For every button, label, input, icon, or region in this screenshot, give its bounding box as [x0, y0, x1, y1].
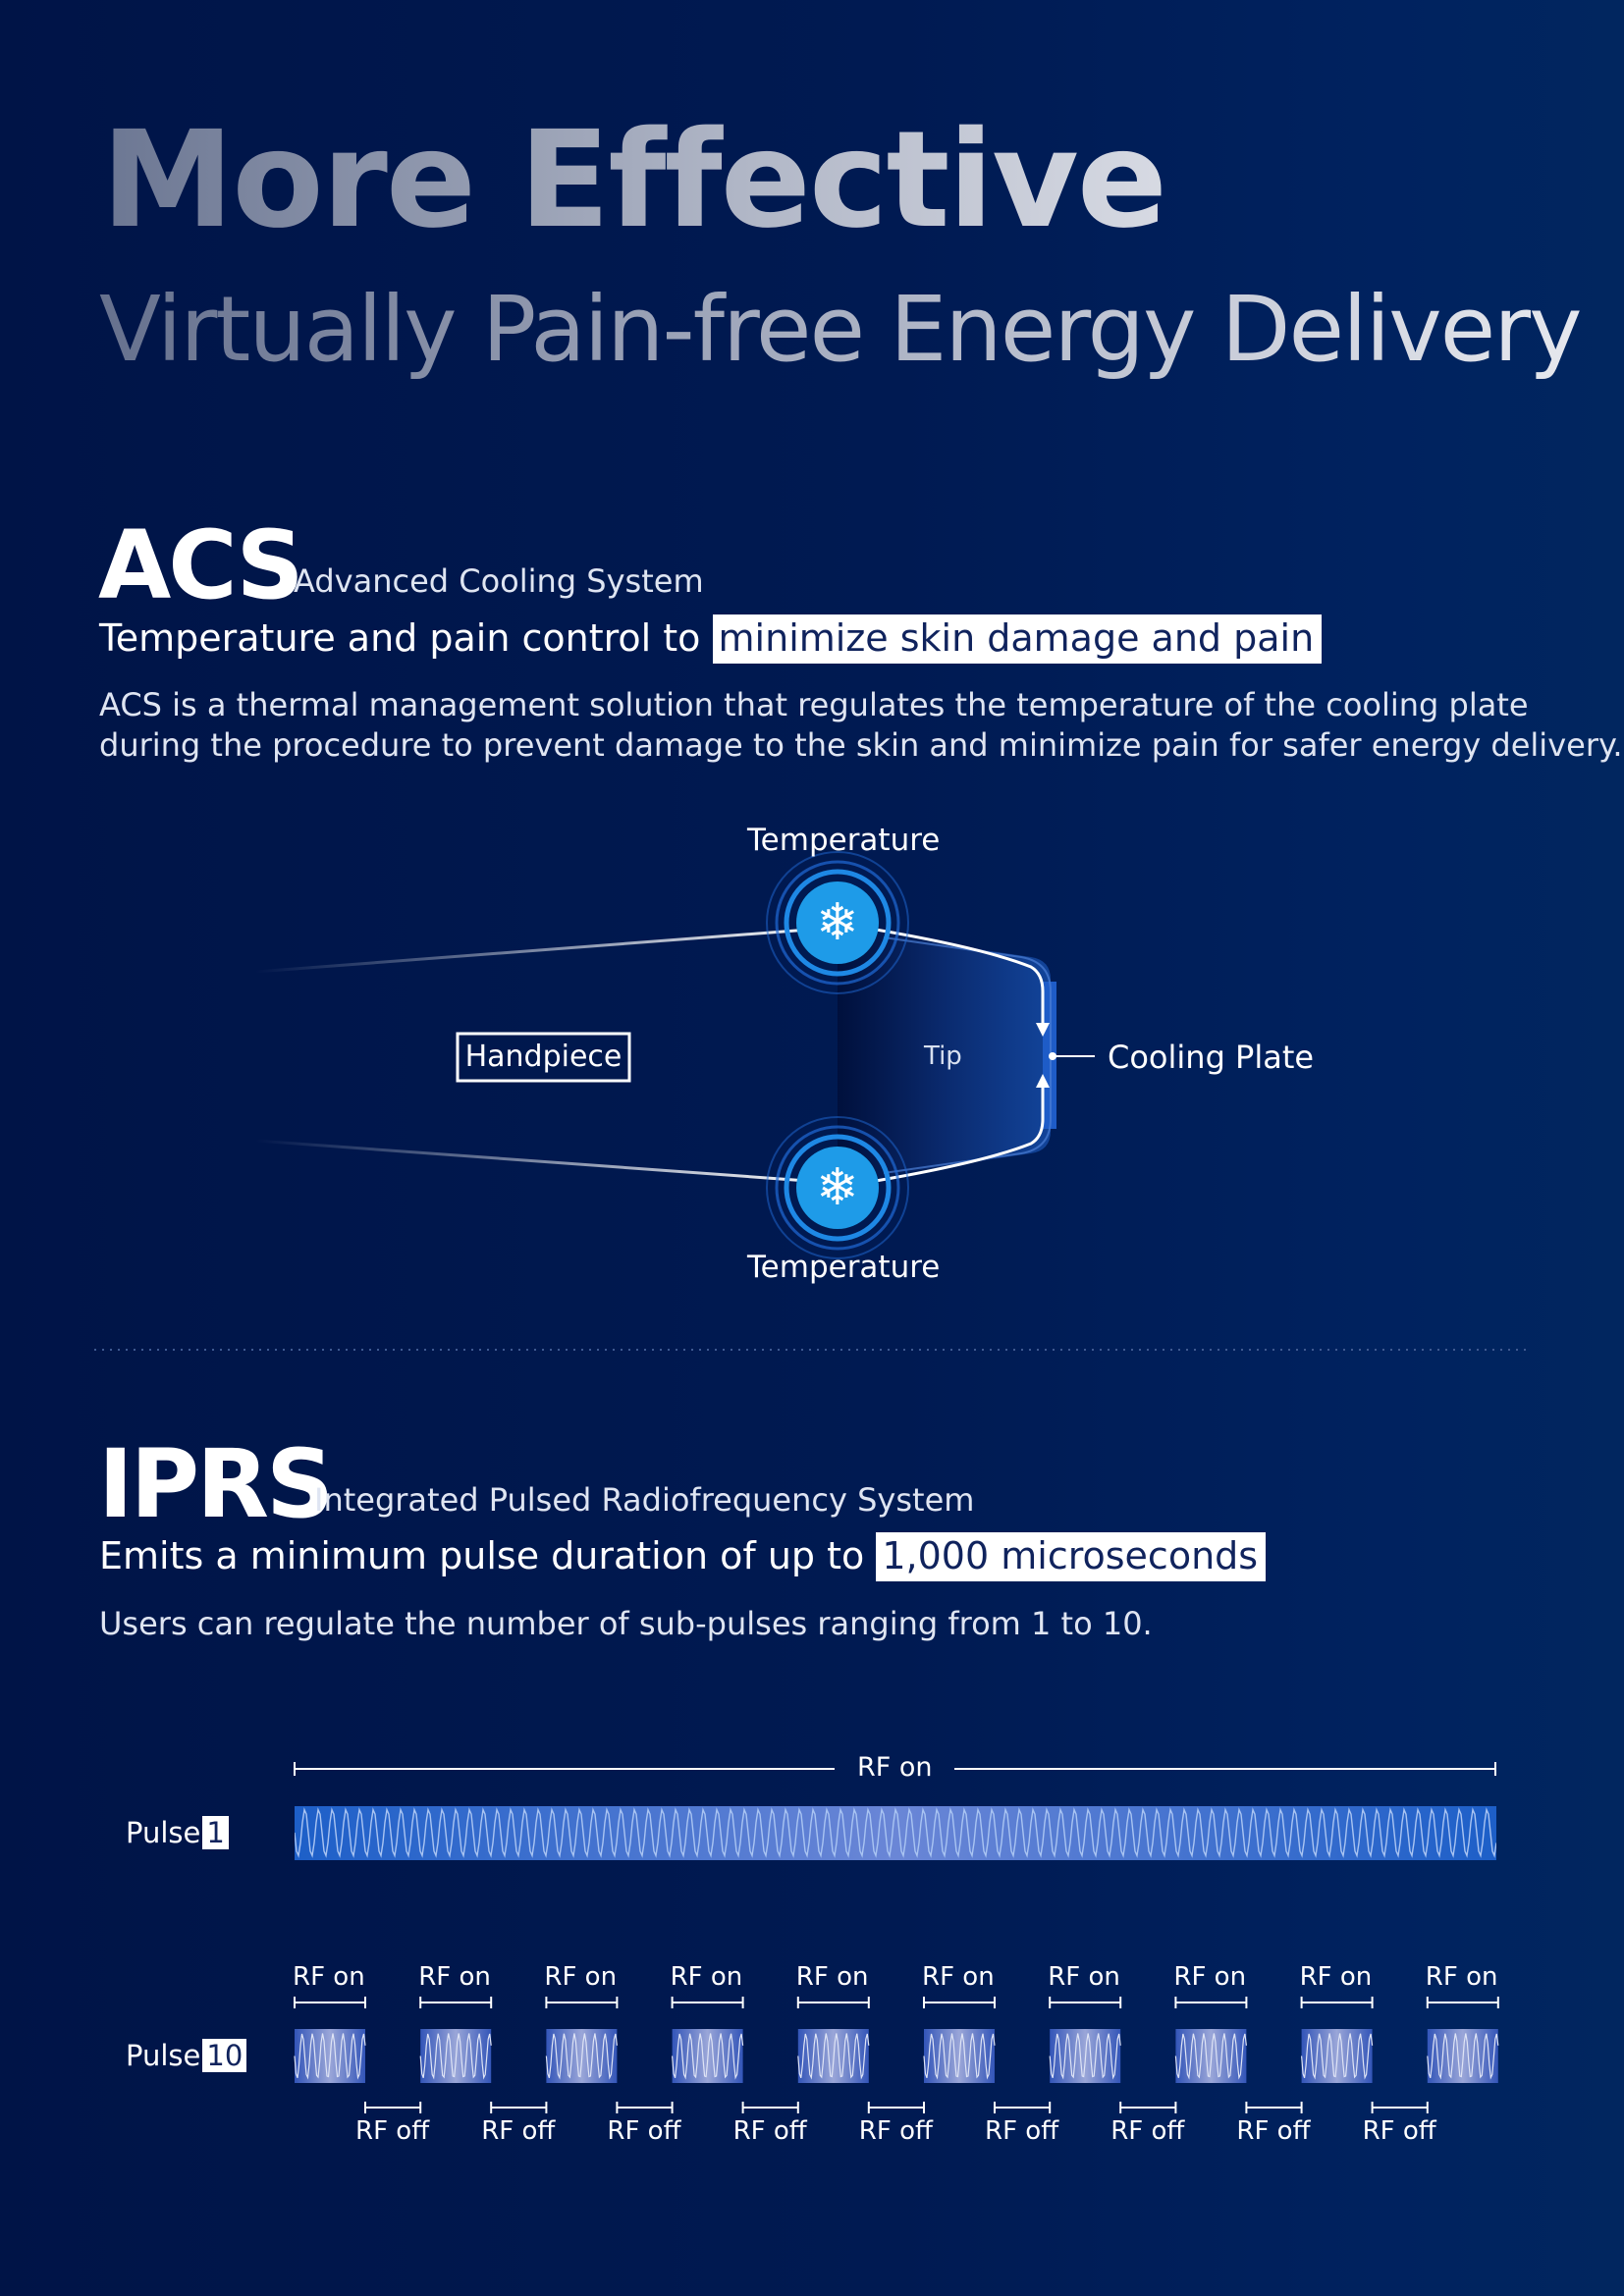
sub-pulse-wave: [294, 2033, 366, 2080]
rf-off-label: RF off: [1110, 2116, 1185, 2146]
tip-shape: [838, 928, 1051, 1183]
handpiece-box: [456, 1032, 631, 1083]
rf-off-label: RF off: [355, 2116, 430, 2146]
cooling-plate-label: Cooling Plate: [1108, 1039, 1315, 1076]
rf-off-label: RF off: [481, 2116, 556, 2146]
acs-full-name: Advanced Cooling System: [294, 562, 704, 600]
acs-body-line-2: during the procedure to prevent damage t…: [99, 726, 1623, 764]
hero-subtitle: Virtually Pain-free Energy Delivery: [99, 277, 1583, 382]
acs-body: ACS is a thermal management solution tha…: [99, 685, 1623, 766]
iprs-lead-prefix: Emits a minimum pulse duration of up to: [99, 1534, 865, 1577]
acs-body-line-1: ACS is a thermal management solution tha…: [99, 686, 1529, 723]
rf-off-label: RF off: [985, 2116, 1059, 2146]
rf-off-label: RF off: [607, 2116, 681, 2146]
pulse10-number: 10: [202, 2039, 247, 2072]
pulse1-wave-line: [295, 1807, 1496, 1858]
temperature-node-bottom: [766, 1116, 909, 1259]
sub-pulse-wave: [923, 2033, 996, 2080]
snowflake-icon: ❄: [816, 1158, 859, 1217]
rf-on-label: RF on: [795, 1962, 869, 1992]
sub-pulse-wave: [419, 2033, 492, 2080]
tip-label: Tip: [924, 1041, 962, 1071]
rf-on-label: RF on: [418, 1962, 491, 1992]
sub-pulse-wave: [1174, 2033, 1247, 2080]
handpiece-label: Handpiece: [464, 1040, 623, 1074]
rf-on-label: RF on: [293, 1962, 365, 1992]
sub-pulse-wave: [1049, 2033, 1121, 2080]
acs-acronym: ACS: [98, 510, 304, 620]
rf-on-label: RF on: [1173, 1962, 1247, 1992]
rf-off-label: RF off: [732, 2116, 807, 2146]
acs-lead-prefix: Temperature and pain control to: [99, 616, 701, 660]
flow-arrow-top: [863, 926, 1045, 1026]
sub-pulse-wave: [545, 2033, 618, 2080]
rf-off-label: RF off: [1362, 2116, 1436, 2146]
temperature-node-top: [766, 851, 909, 994]
pulse1-label-text: Pulse: [126, 1816, 201, 1849]
temperature-label-top: Temperature: [747, 823, 941, 858]
hero-title: More Effective: [101, 103, 1167, 258]
iprs-body: Users can regulate the number of sub-pul…: [99, 1605, 1153, 1642]
sub-pulse-wave: [672, 2033, 744, 2080]
flow-arrow-bottom: [863, 1085, 1045, 1185]
snowflake-icon: ❄: [816, 893, 859, 952]
acs-lead: Temperature and pain control to minimize…: [99, 614, 1323, 664]
rf-off-label: RF off: [858, 2116, 933, 2146]
rf-on-label: RF on: [1299, 1962, 1373, 1992]
rf-on-long-label: RF on: [857, 1752, 933, 1783]
sub-pulse-wave: [1427, 2033, 1499, 2080]
iprs-full-name: Integrated Pulsed Radiofrequency System: [314, 1481, 975, 1519]
rf-off-label: RF off: [1236, 2116, 1311, 2146]
sub-pulse-wave: [797, 2033, 870, 2080]
rf-on-label: RF on: [670, 1962, 743, 1992]
temperature-label-bottom: Temperature: [747, 1250, 941, 1285]
iprs-lead-highlight: 1,000 microseconds: [876, 1532, 1267, 1581]
pulse1-wave: [295, 1807, 1496, 1858]
beam-top: [254, 926, 836, 974]
rf-on-label: RF on: [544, 1962, 618, 1992]
sub-pulse-wave: [1301, 2033, 1374, 2080]
iprs-lead: Emits a minimum pulse duration of up to …: [99, 1532, 1267, 1581]
iprs-acronym: IPRS: [98, 1429, 334, 1539]
acs-lead-highlight: minimize skin damage and pain: [712, 614, 1323, 664]
rf-on-label: RF on: [1425, 1962, 1498, 1992]
pulse1-number: 1: [202, 1816, 229, 1849]
pulse10-label-text: Pulse: [126, 2039, 201, 2072]
rf-on-label: RF on: [922, 1962, 995, 1992]
pulse10-group: [294, 1997, 1499, 2113]
rf-on-label: RF on: [1048, 1962, 1120, 1992]
beam-bottom: [254, 1139, 836, 1185]
